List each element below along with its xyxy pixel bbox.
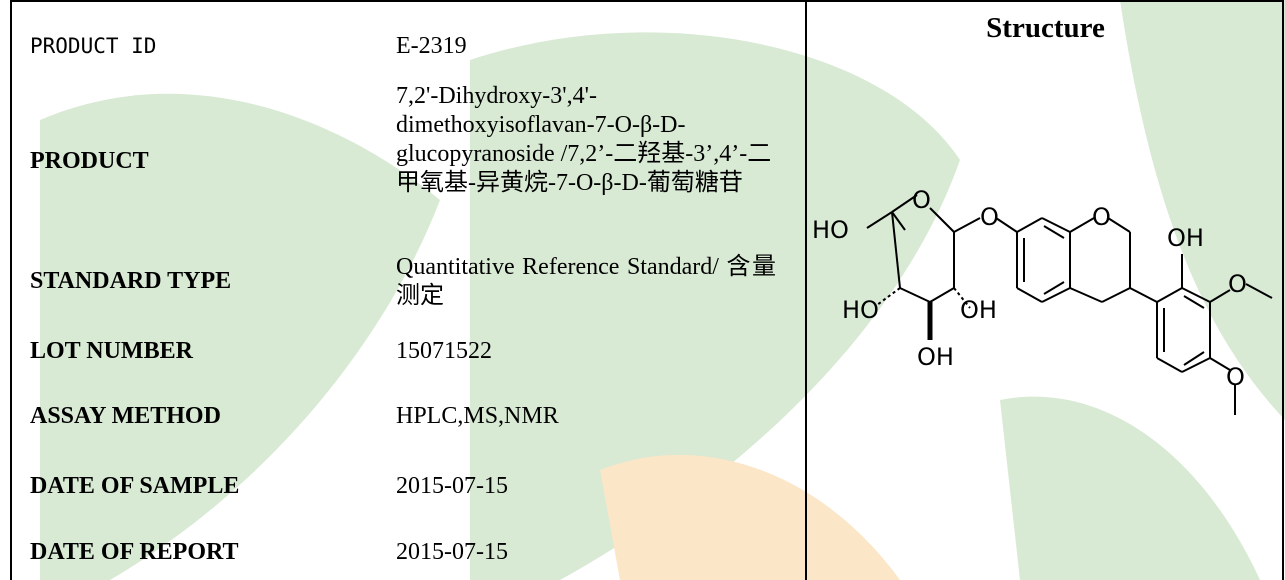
value-lot-number: 15071522: [396, 338, 492, 364]
value-date-of-report: 2015-07-15: [396, 539, 508, 565]
value-product-id: E-2319: [396, 33, 467, 59]
atom-label-oh-2: OH: [917, 343, 954, 371]
value-product: 7,2'-Dihydroxy-3',4'-dimethoxyisoflavan-…: [396, 83, 772, 196]
watermark-leaf-bottom-right: [1000, 396, 1260, 580]
label-product-id: PRODUCT ID: [30, 34, 157, 58]
molecule-atom-labels: HO O O O HO OH OH OH O O: [812, 190, 1247, 391]
atom-label-oh-1: OH: [960, 296, 997, 324]
atom-label-oh-3: OH: [1167, 224, 1204, 252]
label-standard-type: STANDARD TYPE: [30, 268, 232, 294]
atom-label-o-pyran: O: [1092, 203, 1111, 231]
structure-title: Structure: [986, 12, 1105, 44]
atom-label-o-methoxy-1: O: [1228, 270, 1247, 298]
atom-label-o-ring: O: [912, 190, 931, 214]
atom-label-o-glycosidic: O: [980, 203, 999, 231]
label-date-of-report: DATE OF REPORT: [30, 539, 239, 565]
atom-label-ho-1: HO: [812, 216, 849, 244]
atom-label-ho-2: HO: [842, 296, 879, 324]
label-lot-number: LOT NUMBER: [30, 338, 193, 364]
label-assay-method: ASSAY METHOD: [30, 403, 221, 429]
table-frame: [10, 0, 1284, 580]
molecule-bonds: [866, 194, 1273, 415]
watermark-leaf-left: [40, 93, 440, 580]
watermark-leaf-right: [1120, 0, 1285, 420]
value-assay-method: HPLC,MS,NMR: [396, 403, 559, 429]
chemical-structure-diagram: HO O O O HO OH OH OH O O: [812, 190, 1273, 415]
value-standard-type: Quantitative Reference Standard/ 含量测定: [396, 254, 776, 309]
watermark-leaf-center: [470, 32, 960, 580]
atom-label-o-methoxy-2: O: [1226, 363, 1245, 391]
label-product: PRODUCT: [30, 148, 149, 174]
watermark-leaf-bottom-orange: [600, 454, 900, 580]
label-date-of-sample: DATE OF SAMPLE: [30, 473, 240, 499]
value-date-of-sample: 2015-07-15: [396, 473, 508, 499]
column-divider: [805, 0, 807, 580]
